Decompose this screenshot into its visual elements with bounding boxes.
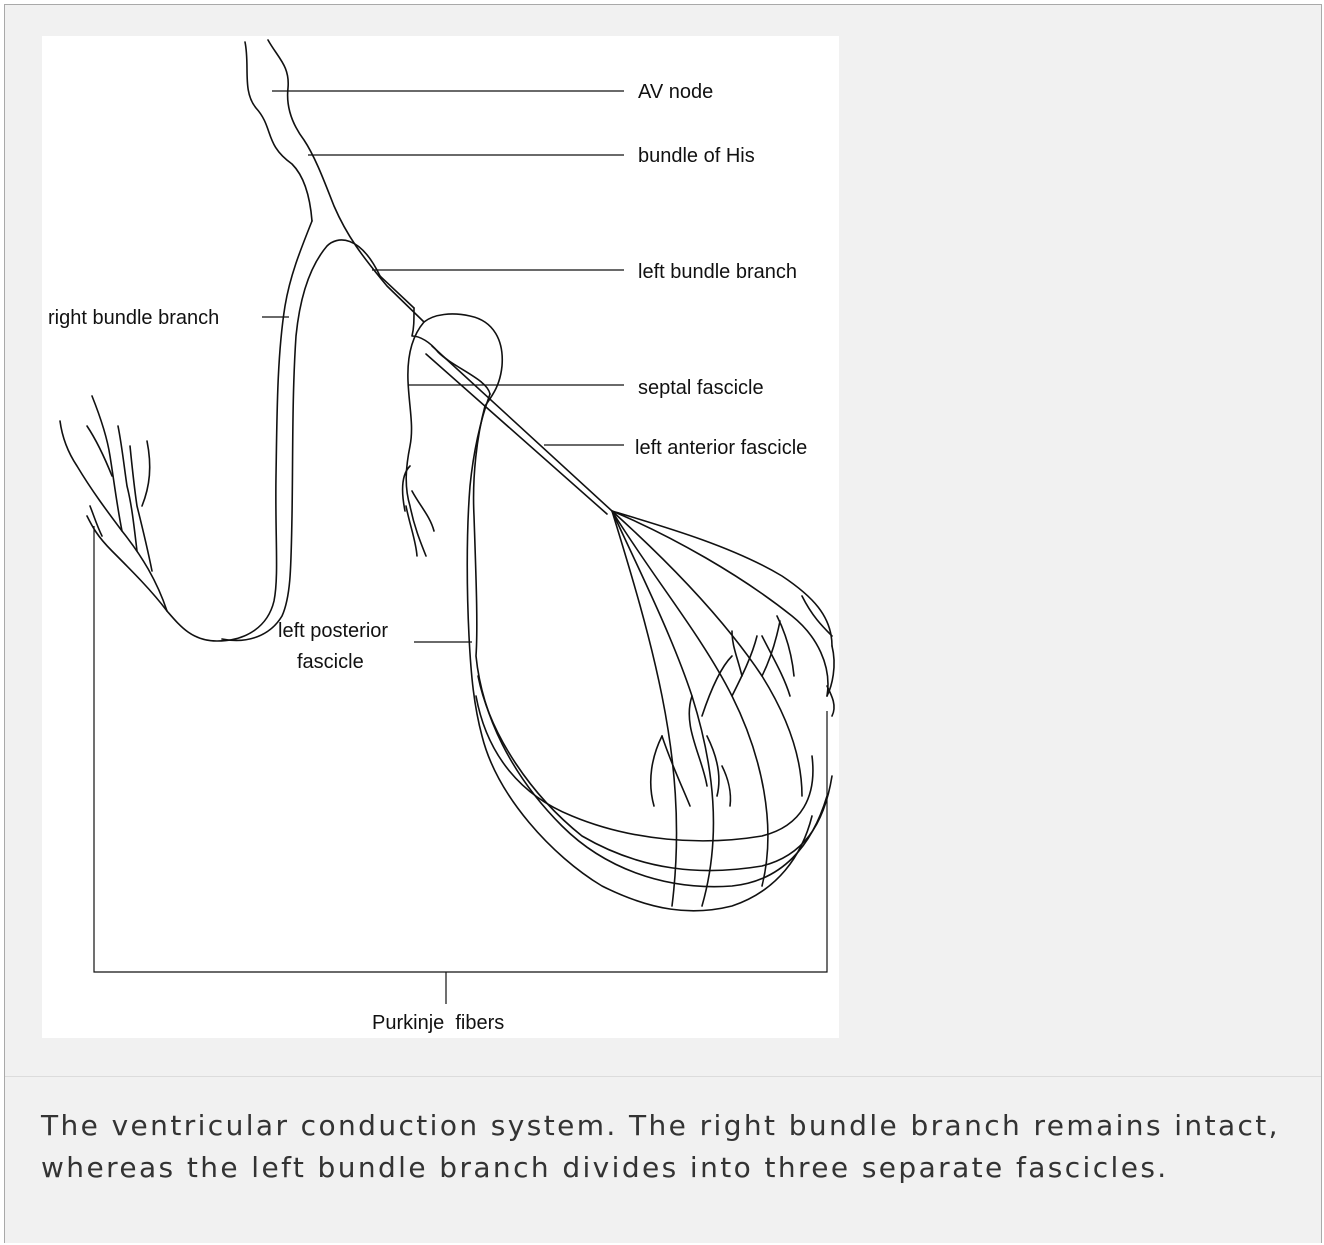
- left-anterior-fascicle-upper: [432, 346, 612, 511]
- label-bundle-of-his: bundle of His: [638, 145, 755, 167]
- purkinje-bracket: [94, 526, 827, 972]
- figure-caption: The ventricular conduction system. The r…: [41, 1105, 1301, 1189]
- right-purkinje-1: [60, 421, 167, 611]
- anterior-spray-5: [612, 511, 713, 906]
- anterior-spray-4: [612, 511, 768, 886]
- conduction-system-diagram: AV node bundle of His left bundle branch…: [42, 36, 839, 1038]
- av-node-strand-left: [245, 42, 312, 221]
- right-purkinje-4: [130, 446, 152, 571]
- right-purkinje-5: [87, 426, 112, 476]
- purkinje-twig-7: [662, 736, 690, 806]
- caption-divider: [5, 1076, 1321, 1077]
- left-bundle-branch-inner: [380, 276, 414, 308]
- septal-loop: [424, 314, 502, 406]
- label-purkinje-fibers: Purkinje fibers: [372, 1012, 504, 1034]
- figure-card: AV node bundle of His left bundle branch…: [4, 4, 1322, 1243]
- purkinje-twig-1: [732, 636, 757, 696]
- label-right-bundle-branch: right bundle branch: [48, 307, 219, 329]
- label-septal-fascicle: septal fascicle: [638, 377, 764, 399]
- anterior-spray-6: [612, 511, 677, 906]
- purkinje-twig-8: [651, 736, 662, 806]
- right-purkinje-6: [142, 441, 150, 506]
- diagram-svg: AV node bundle of His left bundle branch…: [42, 36, 839, 1038]
- label-av-node: AV node: [638, 81, 713, 103]
- left-anterior-fascicle-lower: [426, 354, 607, 514]
- label-left-posterior-line1: left posterior: [278, 620, 388, 642]
- anterior-spray-2: [612, 511, 828, 696]
- label-left-posterior-line2: fascicle: [297, 651, 364, 673]
- left-posterior-fascicle-a: [467, 394, 812, 911]
- purkinje-twig-2: [762, 621, 780, 676]
- label-left-bundle-branch: left bundle branch: [638, 261, 797, 283]
- label-left-anterior-fascicle: left anterior fascicle: [635, 437, 807, 459]
- purkinje-twig-14: [722, 766, 730, 806]
- right-bundle-branch-inner: [222, 240, 380, 640]
